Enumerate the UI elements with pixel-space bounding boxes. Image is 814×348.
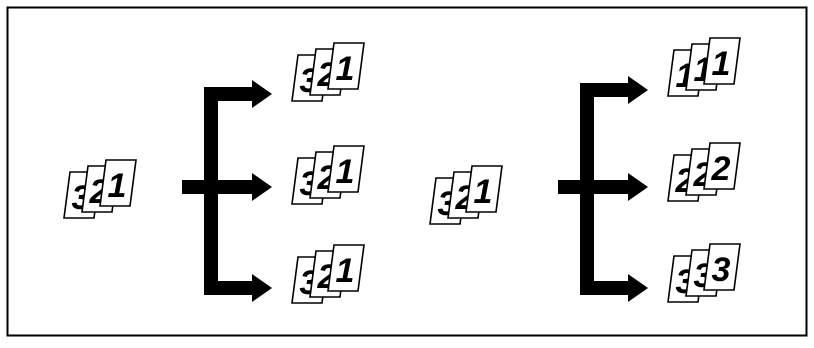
page-1: 1: [465, 165, 503, 213]
page-number: 1: [336, 252, 355, 290]
arrow-shaft: [580, 83, 630, 97]
bracket-arrow-sort: [182, 80, 272, 302]
page-number: 1: [108, 167, 127, 205]
page-sheet: [703, 37, 741, 85]
arrow-shaft: [204, 180, 254, 194]
page-number: 1: [474, 173, 493, 211]
arrow-head: [628, 274, 648, 302]
page-1: 1: [99, 159, 137, 207]
page-sheet: [99, 159, 137, 207]
page-2: 2: [703, 142, 741, 190]
page-number: 2: [711, 150, 731, 188]
page-number: 3: [712, 251, 731, 289]
arrow-head: [252, 80, 272, 108]
arrow-shaft: [580, 281, 630, 295]
arrow-head: [628, 76, 648, 104]
page-number: 1: [336, 50, 355, 88]
arrow-head: [628, 173, 648, 201]
page-number: 1: [336, 153, 355, 191]
arrow-head: [252, 274, 272, 302]
page-1: 1: [703, 37, 741, 85]
page-sheet: [327, 244, 365, 292]
page-number: 1: [712, 45, 731, 83]
page-1: 1: [327, 42, 365, 90]
page-3: 3: [703, 243, 741, 291]
arrow-shaft: [580, 180, 630, 194]
page-1: 1: [327, 244, 365, 292]
page-sheet: [703, 243, 741, 291]
page-sheet: [703, 142, 741, 190]
page-sheet: [465, 165, 503, 213]
page-sheet: [327, 42, 365, 90]
input-stub: [182, 180, 206, 194]
input-stub: [558, 180, 582, 194]
outer-frame: [6, 6, 808, 337]
page-sheet: [327, 145, 365, 193]
arrow-shaft: [204, 87, 254, 101]
page-1: 1: [327, 145, 365, 193]
arrow-head: [252, 173, 272, 201]
bracket-arrow-group: [558, 76, 648, 302]
arrow-shaft: [204, 281, 254, 295]
